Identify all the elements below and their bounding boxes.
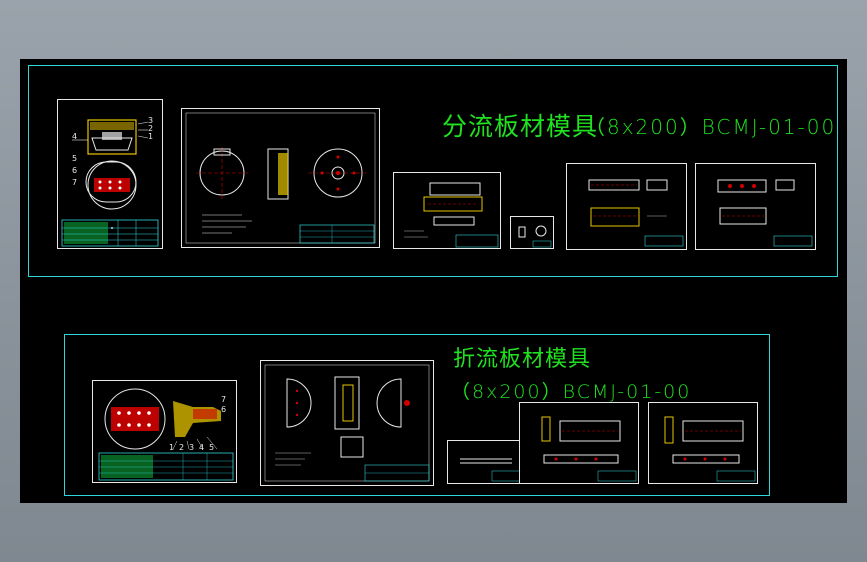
top-part-sheet-2[interactable] [393, 172, 501, 249]
bottom-part-sheet-4[interactable] [648, 402, 758, 484]
bottom-group-code: （8x200）BCMJ-01-00 [451, 381, 692, 403]
top-part-sheet-4[interactable] [566, 163, 687, 250]
bottom-part-sheet-1[interactable] [260, 360, 434, 486]
top-part-sheet-1[interactable] [181, 108, 380, 248]
callout-label: 2 [179, 443, 185, 452]
bottom-part-sheet-3[interactable] [519, 402, 639, 484]
callout-label: 7 [221, 395, 227, 404]
bottom-assembly-sheet[interactable]: 7 6 1 2 3 4 5 [92, 380, 237, 483]
callout-label: 5 [209, 443, 215, 452]
top-part-sheet-3[interactable] [510, 216, 554, 249]
callout-label: 5 [72, 154, 78, 163]
top-assembly-sheet[interactable]: 4 3 2 1 5 6 7 [57, 99, 163, 249]
top-group-code: （8x200）BCMJ-01-00 [585, 115, 837, 139]
callout-label: 1 [148, 132, 154, 141]
callout-label: 7 [72, 178, 78, 187]
top-group-frame [28, 65, 838, 277]
cad-model-space[interactable]: 分流板材模具 （8x200）BCMJ-01-00 4 [20, 59, 847, 503]
bottom-group-frame [64, 334, 770, 496]
callout-label: 3 [189, 443, 195, 452]
callout-label: 6 [72, 166, 78, 175]
callout-label: 3 [148, 116, 154, 125]
bottom-part-sheet-2[interactable] [447, 440, 526, 484]
callout-label: 6 [221, 405, 227, 414]
callout-label: 4 [72, 132, 78, 141]
callout-label: 4 [199, 443, 205, 452]
callout-label: 1 [169, 443, 175, 452]
top-part-sheet-5[interactable] [695, 163, 816, 250]
bottom-group-title: 折流板材模具 [453, 347, 592, 372]
top-group-title: 分流板材模具 [442, 112, 599, 141]
callout-label: 2 [148, 124, 154, 133]
